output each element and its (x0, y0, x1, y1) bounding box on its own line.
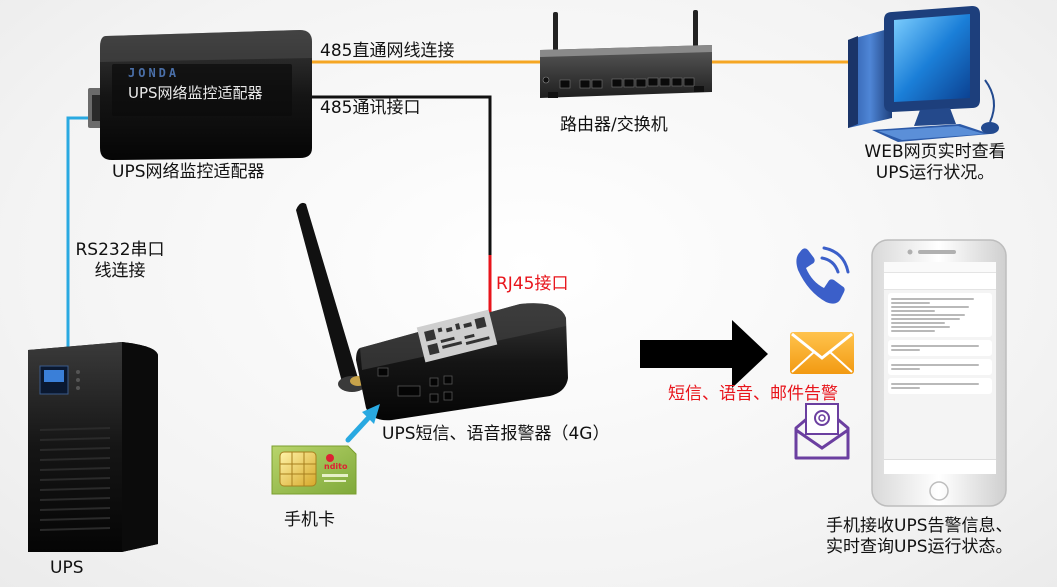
web-view-label-line1: WEB网页实时查看 (864, 142, 1006, 162)
sim-card-label: 手机卡 (284, 510, 335, 530)
alarm-device-label: UPS短信、语音报警器（4G） (382, 424, 610, 444)
adapter-label: UPS网络监控适配器 (112, 162, 265, 182)
web-view-label-line2: UPS运行状况。 (875, 163, 995, 184)
phone-call-icon (796, 246, 850, 304)
rs232-label: RS232串口 线连接 (74, 240, 166, 283)
sms-message (888, 293, 992, 337)
arrow-icon (640, 320, 768, 388)
router-icon (540, 10, 712, 98)
sim-brand-label: ndito (324, 462, 348, 471)
sim-card-icon (271, 445, 357, 495)
link-485-comm-label: 485通讯接口 (320, 98, 421, 118)
link-485-direct-label: 485直通网线连接 (320, 41, 455, 61)
ups-label: UPS (50, 558, 84, 578)
envelope-icon (790, 332, 854, 374)
black-cable (308, 95, 492, 255)
blue-cable (66, 116, 100, 350)
adapter-brand-logo: JONDA (128, 66, 180, 80)
ups-icon (28, 342, 158, 552)
phone-label-line1: 手机接收UPS告警信息、 (826, 516, 1013, 536)
email-icon (794, 403, 850, 460)
adapter-icon (88, 30, 312, 160)
web-view-label: WEB网页实时查看 UPS运行状况。 (850, 142, 1020, 185)
phone-label-line2: 实时查询UPS运行状态。 (826, 537, 1013, 558)
sms-message (888, 378, 992, 394)
computer-icon (848, 6, 999, 142)
sim-insert-arrow-icon (345, 404, 380, 443)
phone-label: 手机接收UPS告警信息、 实时查询UPS运行状态。 (826, 516, 1013, 559)
sms-message (888, 340, 992, 356)
sms-message (888, 359, 992, 375)
router-label: 路由器/交换机 (560, 115, 668, 135)
rs232-label-line1: RS232串口 (75, 240, 165, 260)
adapter-face-label: UPS网络监控适配器 (128, 84, 263, 102)
phone-screen (884, 262, 996, 474)
alert-types-label: 短信、语音、邮件告警 (668, 384, 838, 404)
rs232-label-line2: 线连接 (94, 261, 146, 282)
alarm-device-icon (296, 202, 568, 421)
rj45-label: RJ45接口 (496, 274, 569, 294)
